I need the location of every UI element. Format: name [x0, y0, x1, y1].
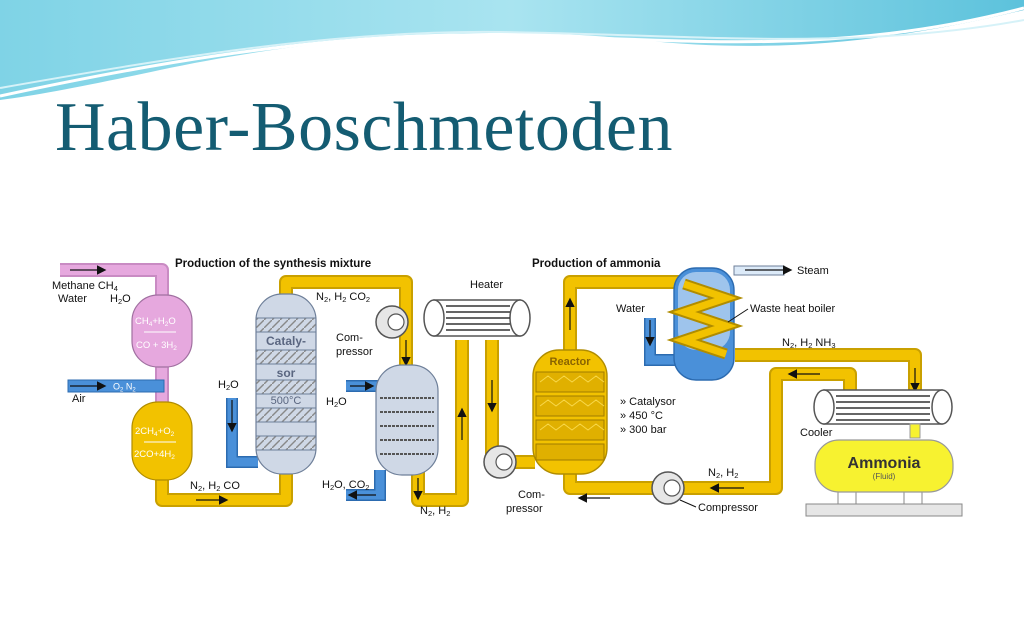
svg-text:sor: sor — [277, 366, 296, 380]
catalyzer-column: Cataly- sor 500°C — [255, 293, 317, 475]
svg-text:CO + 3H2: CO + 3H2 — [136, 340, 177, 352]
air-pipe: O2 N2 — [67, 379, 165, 394]
outlet-h2o-co2: H2O, CO2 — [322, 479, 369, 492]
svg-text:2CH4+O2: 2CH4+O2 — [135, 426, 175, 438]
boiler-water-label: Water — [616, 303, 645, 315]
stream-n2-h2-bottom: N2, H2 — [420, 505, 450, 518]
condition-temperature: » 450 °C — [620, 410, 663, 422]
waste-heat-boiler-label: Waste heat boiler — [750, 303, 836, 315]
svg-text:2CO+4H2: 2CO+4H2 — [134, 449, 175, 461]
compressor-1 — [375, 305, 409, 339]
flow-arrows — [70, 265, 920, 505]
compressor-2 — [483, 445, 517, 479]
section-ammonia-label: Production of ammonia — [532, 258, 661, 270]
ammonia-state-label: (Fluid) — [873, 472, 896, 481]
water-in-label-2: H2O — [326, 396, 347, 409]
recycle-label: N2, H2 — [708, 467, 738, 480]
steam-label: Steam — [797, 265, 829, 277]
stream-nh3-label: N2, H2 NH3 — [782, 337, 835, 350]
water-formula: H2O — [110, 293, 131, 306]
primary-reformer: CH4+H2O CO + 3H2 — [131, 294, 193, 368]
svg-text:500°C: 500°C — [271, 395, 302, 407]
svg-text:Reactor: Reactor — [550, 356, 592, 368]
absorber-column — [375, 364, 439, 476]
compressor-2-label: Com- — [518, 489, 545, 501]
compressor-3 — [651, 471, 685, 505]
stream-n2-h2-co: N2, H2 CO — [190, 480, 240, 493]
compressor-1-label: Com- — [336, 332, 363, 344]
cooler — [813, 389, 953, 439]
water-label: Water — [58, 293, 87, 305]
secondary-reformer: 2CH4+O2 2CO+4H2 — [131, 401, 193, 481]
heater — [423, 299, 531, 337]
methane-label: Methane CH4 — [52, 280, 118, 293]
svg-text:CH4+H2O: CH4+H2O — [135, 316, 176, 328]
water-in-label-1: H2O — [218, 379, 239, 392]
condition-catalyst: » Catalysor — [620, 396, 676, 408]
heater-label: Heater — [470, 279, 503, 291]
compressor-2-label-2: pressor — [506, 503, 543, 515]
header-wave — [0, 0, 1024, 100]
reactor: Reactor — [532, 349, 608, 475]
svg-text:Cataly-: Cataly- — [266, 334, 306, 348]
ammonia-tank — [805, 439, 963, 517]
ammonia-label: Ammonia — [848, 455, 921, 472]
cooler-label: Cooler — [800, 427, 833, 439]
compressor-3-label: Compressor — [698, 502, 758, 514]
steam-pipe — [733, 265, 793, 276]
svg-text:O2 N2: O2 N2 — [113, 382, 136, 394]
air-label: Air — [72, 393, 86, 405]
waste-heat-boiler — [666, 267, 744, 381]
stream-top-label: N2, H2 CO2 — [316, 291, 370, 304]
compressor-1-label-2: pressor — [336, 346, 373, 358]
condition-pressure: » 300 bar — [620, 424, 667, 436]
section-synthesis-label: Production of the synthesis mixture — [175, 258, 371, 270]
slide-title: Haber-Boschmetoden — [55, 89, 673, 166]
